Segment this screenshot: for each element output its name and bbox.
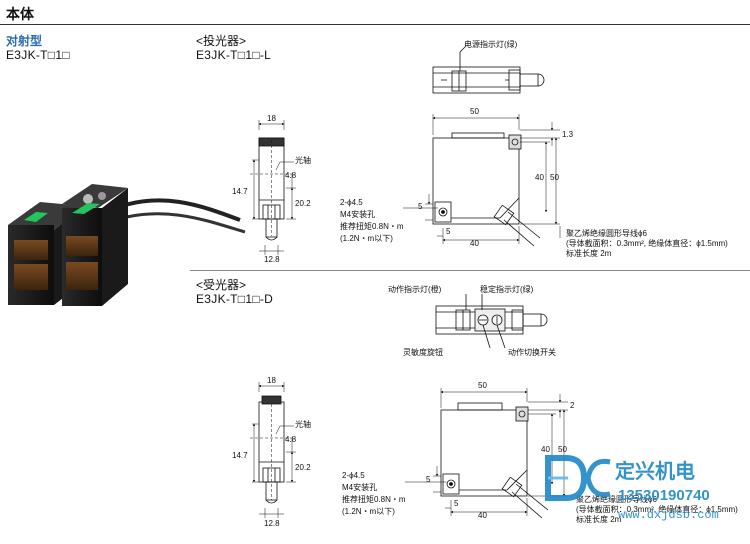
receiver-dim-14-7: 14.7: [232, 451, 248, 460]
emitter-green-indicator: [24, 212, 48, 222]
emitter-front-dim-5-v: 5: [418, 202, 423, 211]
emitter-side-view: [250, 120, 296, 255]
emitter-front-dim-40-h: 40: [470, 239, 479, 248]
emitter-cable-note-2: (导体截面积：0.3mm², 绝缘体直径：ϕ1.5mm): [566, 238, 728, 248]
receiver-hole-note-4: (1.2N・m以下): [342, 507, 395, 516]
receiver-hole-note-1: 2-ϕ4.5: [342, 471, 365, 480]
receiver-top-face: [62, 184, 128, 208]
emitter-hole-note-4: (1.2N・m以下): [340, 234, 393, 243]
receiver-lens-1: [66, 236, 98, 256]
emitter-hole-note-2: M4安装孔: [340, 209, 375, 219]
receiver-front-dim-40-h: 40: [478, 511, 487, 520]
sensor-type-label: 对射型: [6, 34, 43, 48]
receiver-front-dim-50-top: 50: [478, 381, 487, 390]
callout-action-indicator: 动作指示灯(橙): [388, 284, 442, 294]
emitter-optical-axis-label: 光轴: [295, 155, 311, 165]
emitter-front-dim-5-h: 5: [446, 227, 451, 236]
receiver-hole-note-2: M4安装孔: [342, 482, 377, 492]
emitter-top-view: [432, 45, 545, 94]
receiver-cable-note-2: (导体截面积：0.3mm², 绝缘体直径：ϕ1.5mm): [576, 504, 738, 514]
emitter-front-view: [403, 114, 561, 247]
receiver-cable-note-3: 标准长度 2m: [576, 514, 622, 524]
cable-2: [114, 212, 246, 234]
emitter-lens-2: [14, 264, 48, 290]
receiver-switch: [98, 192, 106, 200]
emitter-model: E3JK-T□1□-L: [196, 48, 272, 62]
emitter-labels: 电源指示灯(绿) 18 光轴 4.8 14.7 20.2 12.8 50 1.3…: [232, 39, 728, 264]
receiver-hole-note-3: 推荐扭矩0.8N・m: [342, 494, 406, 504]
receiver-green-indicator: [72, 203, 100, 214]
receiver-dim-20-2: 20.2: [295, 463, 311, 472]
callout-mode-switch: 动作切换开关: [508, 347, 556, 357]
watermark: 定兴机电 13530190740 www.dxjdsb.com: [545, 455, 719, 522]
product-photo: [8, 184, 246, 306]
callout-power-indicator: 电源指示灯(绿): [464, 39, 518, 49]
emitter-lens-1: [14, 240, 48, 260]
receiver-top-view: [435, 294, 548, 349]
emitter-front-dim-50-top: 50: [470, 107, 479, 116]
emitter-hole-note-3: 推荐扭矩0.8N・m: [340, 221, 404, 231]
receiver-lens-2: [66, 262, 98, 290]
dc-logo-icon: [545, 455, 611, 501]
section-separator: [190, 270, 750, 271]
emitter-hole-note-1: 2-ϕ4.5: [340, 198, 363, 207]
receiver-front-dim-40-v: 40: [541, 445, 550, 454]
emitter-cable-note-3: 标准长度 2m: [566, 248, 612, 258]
model-number: E3JK-T□1□: [6, 48, 70, 62]
emitter-dim-4-8: 4.8: [285, 171, 297, 180]
receiver-labels: 动作指示灯(橙) 稳定指示灯(绿) 灵敏度旋钮 动作切换开关 18 光轴 4.8…: [232, 284, 738, 528]
receiver-model: E3JK-T□1□-D: [196, 292, 274, 306]
receiver-side-face: [102, 188, 128, 306]
receiver-optical-axis-label: 光轴: [295, 419, 311, 429]
emitter-dim-width: 18: [267, 114, 276, 123]
callout-sensitivity-knob: 灵敏度旋钮: [403, 347, 443, 357]
callout-stable-indicator: 稳定指示灯(绿): [480, 284, 534, 294]
watermark-phone: 13530190740: [618, 487, 710, 504]
receiver-body: [62, 208, 102, 306]
receiver-front-dim-2: 2: [570, 401, 575, 410]
receiver-title: <受光器>: [196, 278, 247, 292]
receiver-front-dim-5-v: 5: [426, 475, 431, 484]
receiver-front-dim-5-h: 5: [454, 499, 459, 508]
emitter-title: <投光器>: [196, 34, 247, 48]
emitter-front-dim-1-3: 1.3: [562, 130, 574, 139]
receiver-front-dim-50-v: 50: [558, 445, 567, 454]
emitter-dim-12-8: 12.8: [264, 255, 280, 264]
receiver-front-view: [405, 388, 568, 519]
receiver-dim-width: 18: [267, 376, 276, 385]
emitter-dim-14-7: 14.7: [232, 187, 248, 196]
section-header: 本体: [6, 6, 34, 22]
receiver-cable-note-1: 聚乙烯绝缘圆形导线ϕ6: [576, 494, 657, 504]
receiver-knob: [83, 194, 93, 204]
watermark-brand: 定兴机电: [615, 459, 695, 483]
emitter-cable-note-1: 聚乙烯绝缘圆形导线ϕ6: [566, 228, 647, 238]
emitter-front-dim-40-v: 40: [535, 173, 544, 182]
emitter-dim-20-2: 20.2: [295, 199, 311, 208]
receiver-side-view: [250, 382, 296, 518]
receiver-dim-4-8: 4.8: [285, 435, 297, 444]
header-divider: [0, 24, 750, 25]
receiver-dim-12-8: 12.8: [264, 519, 280, 528]
emitter-front-dim-50-v: 50: [550, 173, 559, 182]
watermark-url: www.dxjdsb.com: [618, 508, 719, 522]
